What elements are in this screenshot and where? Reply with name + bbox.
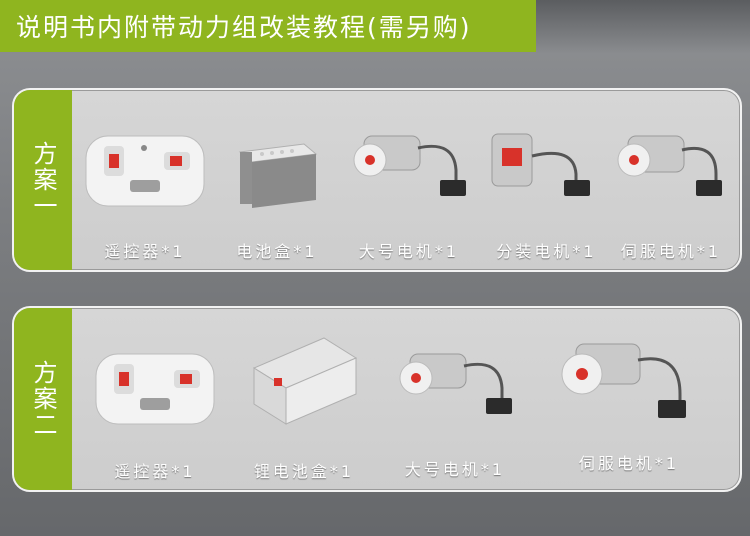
battery-box-item: 电池盒*1 — [232, 130, 322, 261]
battery-box-label: 电池盒*1 — [236, 242, 318, 261]
plan-one-tab: 方案一 — [14, 90, 72, 270]
plan-one-panel: 方案一 遥控器*1 电池盒*1 — [12, 88, 742, 272]
split-motor-item: 分装电机*1 — [484, 130, 609, 261]
large-motor-item: 大号电机*1 — [344, 130, 474, 261]
large-motor-label: 大号电机*1 — [358, 242, 460, 261]
remote-label: 遥控器*1 — [104, 242, 186, 261]
servo-motor-icon — [617, 135, 722, 196]
lithium-battery-box-label: 锂电池盒*1 — [253, 462, 355, 481]
lithium-battery-box-icon — [252, 337, 358, 425]
plan-one-label: 方案一 — [29, 141, 57, 219]
large-motor-label: 大号电机*1 — [404, 460, 506, 479]
large-motor-item: 大号电机*1 — [390, 348, 520, 488]
servo-motor-label: 伺服电机*1 — [578, 454, 680, 473]
lithium-battery-box-item: 锂电池盒*1 — [244, 328, 364, 488]
remote-item: 遥控器*1 — [90, 348, 220, 488]
split-motor-icon — [491, 133, 590, 196]
remote-icon — [85, 135, 205, 207]
servo-motor-icon — [561, 343, 686, 418]
title-banner: 说明书内附带动力组改装教程(需另购) — [0, 0, 536, 52]
remote-label: 遥控器*1 — [114, 462, 196, 481]
plan-two-panel: 方案二 遥控器*1 锂电池盒*1 大号电机*1 — [12, 306, 742, 492]
servo-motor-label: 伺服电机*1 — [620, 242, 722, 261]
split-motor-label: 分装电机*1 — [496, 242, 597, 261]
large-motor-icon — [399, 353, 512, 414]
remote-item: 遥控器*1 — [80, 130, 210, 261]
servo-motor-item: 伺服电机*1 — [554, 338, 704, 488]
plan-two-label: 方案二 — [29, 360, 57, 438]
servo-motor-item: 伺服电机*1 — [610, 130, 732, 261]
battery-box-icon — [238, 143, 318, 208]
large-motor-icon — [353, 135, 466, 196]
remote-icon — [95, 353, 215, 425]
plan-two-tab: 方案二 — [14, 308, 72, 490]
banner-title: 说明书内附带动力组改装教程(需另购) — [16, 13, 472, 42]
